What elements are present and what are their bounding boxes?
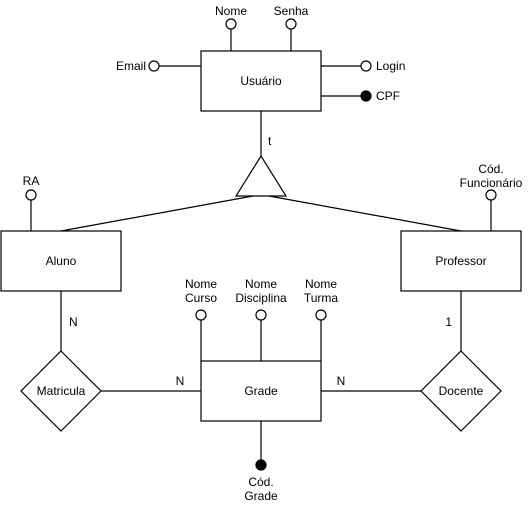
attr-cpf-label: CPF	[376, 89, 400, 103]
attr-senha-label: Senha	[274, 4, 309, 18]
specialization-aluno-line	[60, 195, 254, 232]
attr-cpf-key-circle	[360, 90, 372, 102]
card-aluno-matricula: N	[69, 315, 78, 329]
entity-grade[interactable]	[200, 360, 322, 422]
attr-nome-turma-label-1: Nome	[305, 277, 337, 291]
relationship-matricula-label: Matricula	[37, 384, 86, 398]
relationship-matricula[interactable]	[20, 350, 102, 432]
attr-nome-circle	[225, 18, 237, 30]
attr-ra-circle	[25, 189, 37, 201]
attr-login-label: Login	[376, 59, 405, 73]
entity-aluno[interactable]	[0, 230, 122, 292]
entity-aluno-label: Aluno	[46, 254, 77, 268]
entity-professor-label: Professor	[435, 254, 486, 268]
attr-senha-circle	[285, 18, 297, 30]
attr-nome-disciplina-circle	[255, 309, 267, 321]
entity-grade-label: Grade	[244, 384, 278, 398]
attr-nome-turma-label-2: Turma	[304, 291, 339, 305]
specialization-professor-line	[268, 195, 462, 232]
attr-cod-grade-key-circle	[255, 459, 267, 471]
attr-login-circle	[360, 60, 372, 72]
attr-nome-label: Nome	[215, 4, 247, 18]
attr-nome-curso-circle	[195, 309, 207, 321]
card-professor-docente: 1	[445, 315, 452, 329]
attr-email-circle	[148, 60, 160, 72]
relationship-docente-label: Docente	[439, 384, 484, 398]
attr-nome-curso-label-2: Curso	[185, 291, 217, 305]
entity-usuario[interactable]	[200, 50, 322, 112]
attr-cod-grade-label-2: Grade	[244, 489, 278, 503]
entity-usuario-label: Usuário	[240, 74, 282, 88]
attr-nome-curso-label-1: Nome	[185, 277, 217, 291]
attr-nome-disciplina-label-1: Nome	[245, 277, 277, 291]
attr-cod-funcionario-label-1: Cód.	[478, 162, 503, 176]
attr-email-label: Email	[116, 59, 146, 73]
entity-professor[interactable]	[400, 230, 522, 292]
attr-nome-disciplina-label-2: Disciplina	[235, 291, 287, 305]
relationship-docente[interactable]	[420, 350, 502, 432]
card-matricula-grade: N	[176, 374, 185, 388]
attr-cod-funcionario-label-2: Funcionário	[460, 176, 523, 190]
attr-nome-turma-circle	[315, 309, 327, 321]
card-grade-docente: N	[337, 374, 346, 388]
attr-cod-funcionario-circle	[485, 189, 497, 201]
attr-cod-grade-label-1: Cód.	[248, 475, 273, 489]
attr-ra-label: RA	[23, 174, 40, 188]
specialization-triangle[interactable]	[234, 154, 288, 197]
specialization-label: t	[268, 134, 272, 148]
